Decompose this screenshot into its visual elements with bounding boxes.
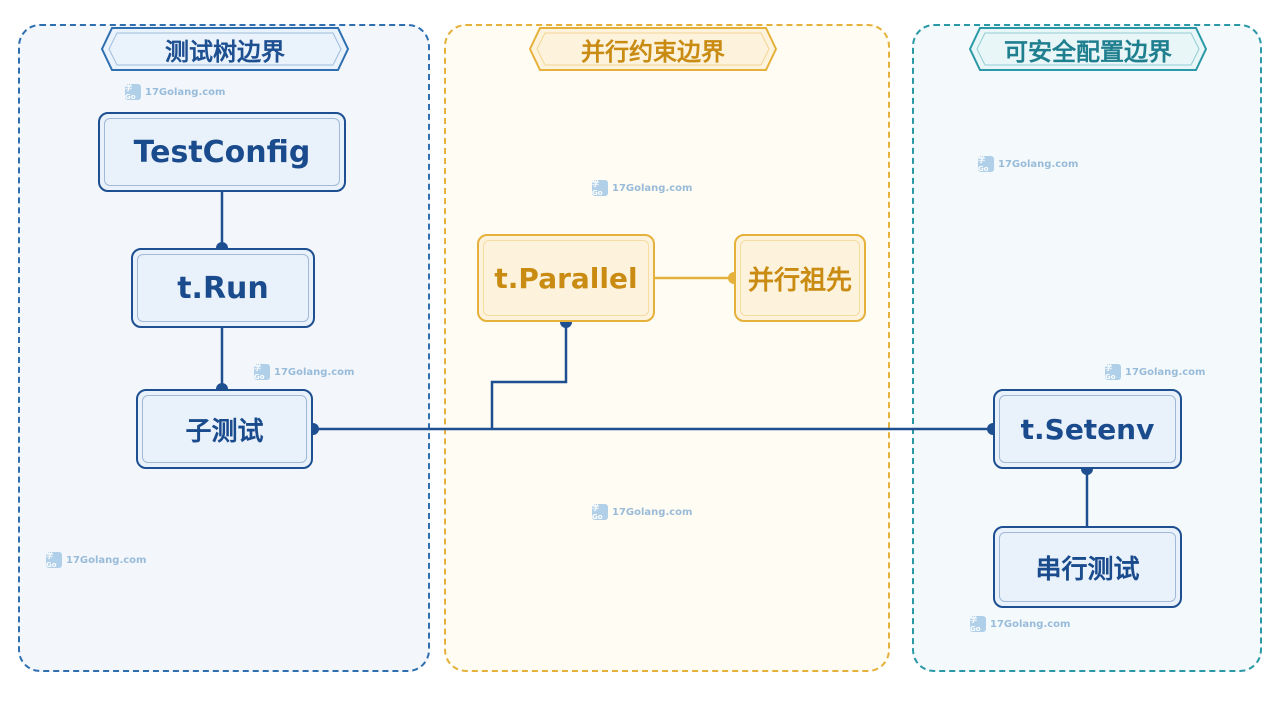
node-label: 并行祖先 bbox=[747, 265, 852, 296]
watermark-logo-icon: 学Go bbox=[592, 504, 608, 521]
watermark-text: 17Golang.com bbox=[612, 506, 693, 518]
node-testconfig: TestConfig bbox=[98, 112, 346, 192]
node-serial-test: 串行测试 bbox=[993, 526, 1182, 608]
watermark-logo-icon: 学Go bbox=[254, 364, 270, 381]
watermark: 学Go 17Golang.com bbox=[46, 552, 147, 569]
watermark: 学Go 17Golang.com bbox=[592, 180, 693, 197]
watermark-text: 17Golang.com bbox=[274, 366, 355, 378]
banner-parallel-constraint-boundary: 并行约束边界 bbox=[528, 26, 778, 72]
panel-parallel-constraint-boundary bbox=[444, 24, 890, 672]
node-label: 串行测试 bbox=[1035, 554, 1140, 585]
node-label: TestConfig bbox=[133, 134, 311, 170]
watermark-logo-icon: 学Go bbox=[125, 84, 141, 101]
node-t-run: t.Run bbox=[131, 248, 315, 328]
watermark-logo-icon: 学Go bbox=[970, 616, 986, 633]
watermark-logo-icon: 学Go bbox=[46, 552, 62, 569]
watermark: 学Go 17Golang.com bbox=[978, 156, 1079, 173]
watermark: 学Go 17Golang.com bbox=[970, 616, 1071, 633]
watermark-text: 17Golang.com bbox=[66, 554, 147, 566]
banner-title: 测试树边界 bbox=[165, 37, 285, 66]
banner-title: 可安全配置边界 bbox=[1004, 37, 1172, 66]
watermark-logo-icon: 学Go bbox=[978, 156, 994, 173]
banner-title: 并行约束边界 bbox=[581, 37, 725, 66]
watermark: 学Go 17Golang.com bbox=[592, 504, 693, 521]
node-t-parallel: t.Parallel bbox=[477, 234, 655, 322]
watermark-text: 17Golang.com bbox=[145, 86, 226, 98]
watermark-text: 17Golang.com bbox=[998, 158, 1079, 170]
edge-tparallel-link bbox=[490, 322, 568, 429]
watermark-text: 17Golang.com bbox=[1125, 366, 1206, 378]
panel-safe-config-boundary bbox=[912, 24, 1262, 672]
node-label: t.Setenv bbox=[1020, 412, 1155, 446]
watermark-text: 17Golang.com bbox=[990, 618, 1071, 630]
node-label: 子测试 bbox=[185, 416, 264, 447]
node-subtest: 子测试 bbox=[136, 389, 313, 469]
watermark-logo-icon: 学Go bbox=[592, 180, 608, 197]
node-label: t.Run bbox=[177, 270, 269, 306]
watermark: 学Go 17Golang.com bbox=[254, 364, 355, 381]
watermark-logo-icon: 学Go bbox=[1105, 364, 1121, 381]
node-parallel-ancestor: 并行祖先 bbox=[734, 234, 866, 322]
banner-test-tree-boundary: 测试树边界 bbox=[100, 26, 350, 72]
banner-safe-config-boundary: 可安全配置边界 bbox=[968, 26, 1208, 72]
node-label: t.Parallel bbox=[494, 261, 638, 295]
watermark: 学Go 17Golang.com bbox=[1105, 364, 1206, 381]
watermark-text: 17Golang.com bbox=[612, 182, 693, 194]
watermark: 学Go 17Golang.com bbox=[125, 84, 226, 101]
node-t-setenv: t.Setenv bbox=[993, 389, 1182, 469]
